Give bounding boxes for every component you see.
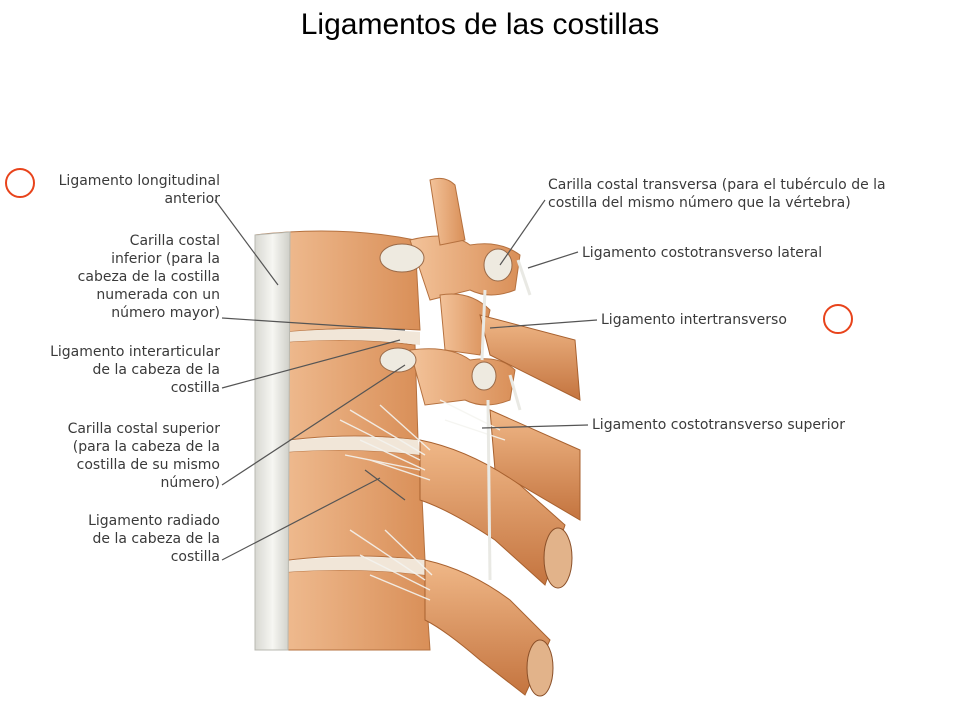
- label-ligamento-costotransverso-superior: Ligamento costotransverso superior: [592, 417, 845, 433]
- label-ligamento-radiado: Ligamento radiado de la cabeza de la cos…: [88, 513, 220, 565]
- label-carilla-costal-superior: Carilla costal superior (para la cabeza …: [67, 421, 220, 491]
- posterior-elements: [379, 177, 521, 406]
- leader-lines: [214, 199, 598, 561]
- label-ligamento-costotransverso-lateral: Ligamento costotransverso lateral: [582, 245, 823, 261]
- vertebral-bodies: [254, 230, 431, 651]
- anterior-longitudinal-ligament: [254, 231, 291, 651]
- radiate-ligament-fibers: [339, 399, 506, 601]
- posterior-ligaments: [480, 259, 532, 581]
- label-carilla-costal-transversa: Carilla costal transversa (para el tubér…: [548, 177, 886, 211]
- label-ligamento-longitudinal-anterior: Ligamento longitudinal anterior: [58, 173, 220, 207]
- label-carilla-costal-inferior: Carilla costal inferior (para la cabeza …: [77, 233, 220, 321]
- highlight-marker-right: [823, 304, 853, 334]
- label-ligamento-interarticular: Ligamento interarticular de la cabeza de…: [50, 344, 220, 396]
- highlight-marker-left: [5, 168, 35, 198]
- label-ligamento-intertransverso: Ligamento intertransverso: [601, 312, 787, 328]
- ribs: [419, 314, 581, 697]
- page-title: Ligamentos de las costillas: [300, 8, 660, 41]
